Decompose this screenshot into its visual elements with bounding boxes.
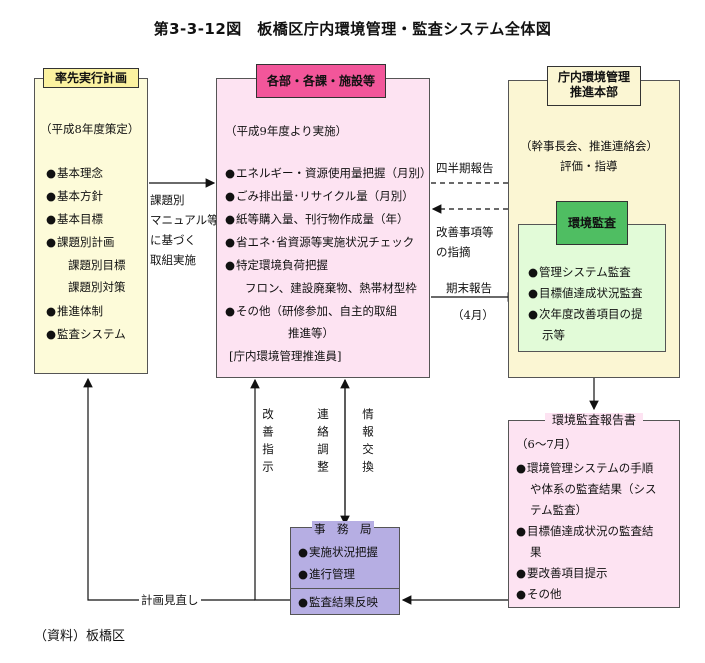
depts-box-subtitle: （平成9年度より実施）: [225, 124, 348, 138]
depts-item: 紙等購入量、刊行物作成量（年）: [225, 211, 409, 227]
office-box-header: 事 務 局: [312, 521, 374, 537]
report-item: 目標値達成状況の監査結: [516, 523, 654, 539]
improvement-label: の指摘: [436, 245, 471, 259]
plan-item: 監査システム: [46, 326, 126, 342]
office-item: 実施状況把握: [298, 544, 378, 560]
report-item: 環境管理システムの手順: [516, 460, 653, 476]
plan-item: 基本理念: [46, 165, 103, 181]
plan-item: 課題別計画: [46, 234, 115, 250]
source-note: （資料）板橋区: [34, 629, 126, 644]
report-period: （6～7月）: [516, 437, 577, 451]
plan-to-depts-label: 課題別: [150, 193, 185, 207]
depts-box-header: 各部・各課・施設等: [256, 64, 386, 98]
plan-to-depts-label: 取組実施: [150, 253, 196, 267]
yearend-report-label: 期末報告: [446, 281, 492, 295]
depts-footer: [庁内環境管理推進員]: [229, 349, 342, 363]
plan-box-header: 率先実行計画: [43, 68, 139, 88]
audit-item: 目標値達成状況監査: [528, 285, 643, 301]
depts-item: その他（研修参加、自主的取組: [225, 303, 397, 319]
plan-to-depts-label: に基づく: [150, 233, 196, 247]
plan-to-depts-label: マニュアル等: [150, 213, 219, 227]
hq-header-line: 推進本部: [569, 85, 618, 99]
hq-box-header: 庁内環境管理 推進本部: [547, 66, 641, 106]
audit-item: 管理システム監査: [528, 264, 631, 280]
depts-subitem: フロン、建設廃棄物、熱帯材型枠: [245, 281, 417, 295]
depts-item: 特定環境負荷把握: [225, 257, 328, 273]
liaison-label: 連絡調整: [316, 408, 330, 478]
depts-item: エネルギー・資源使用量把握（月別）: [225, 165, 432, 181]
quarterly-report-label: 四半期報告: [436, 161, 494, 175]
plan-review-label: 計画見直し: [139, 592, 201, 608]
office-item: 進行管理: [298, 566, 355, 582]
improvement-instruction-label: 改善指示: [261, 408, 275, 478]
plan-item: 基本目標: [46, 211, 103, 227]
office-divider: [290, 588, 400, 589]
hq-header-line: 庁内環境管理: [557, 70, 630, 84]
report-item: 要改善項目提示: [516, 565, 608, 581]
audit-box-header: 環境監査: [556, 201, 628, 245]
office-item: 監査結果反映: [298, 594, 378, 610]
depts-item: ごみ排出量･リサイクル量（月別）: [225, 188, 414, 204]
depts-box: [216, 78, 430, 378]
report-box-header: 環境監査報告書: [545, 413, 643, 429]
depts-item: 省エネ･省資源等実施状況チェック: [225, 234, 414, 250]
depts-item-cont: 推進等）: [288, 326, 334, 340]
page-title: 第3-3-12図 板橋区庁内環境管理・監査システム全体図: [153, 20, 552, 38]
info-exchange-label: 情報交換: [361, 408, 375, 478]
report-item-cont: テム監査）: [530, 503, 588, 517]
audit-item-cont: 示等: [542, 328, 565, 342]
plan-box-subtitle: （平成8年度策定）: [40, 122, 140, 136]
plan-item: 推進体制: [46, 303, 103, 319]
improvement-label: 改善事項等: [436, 225, 494, 239]
hq-text: （幹事長会、推進連絡会）: [520, 139, 658, 153]
report-item: その他: [516, 586, 562, 602]
plan-subitem: 課題別対策: [68, 280, 126, 294]
report-item-cont: や体系の監査結果（シス: [530, 482, 657, 496]
plan-subitem: 課題別目標: [68, 258, 126, 272]
report-item-cont: 果: [530, 545, 542, 559]
april-label: （4月）: [452, 308, 494, 322]
audit-item: 次年度改善項目の提: [528, 306, 643, 322]
hq-text: 評価・指導: [560, 159, 618, 173]
plan-item: 基本方針: [46, 188, 103, 204]
